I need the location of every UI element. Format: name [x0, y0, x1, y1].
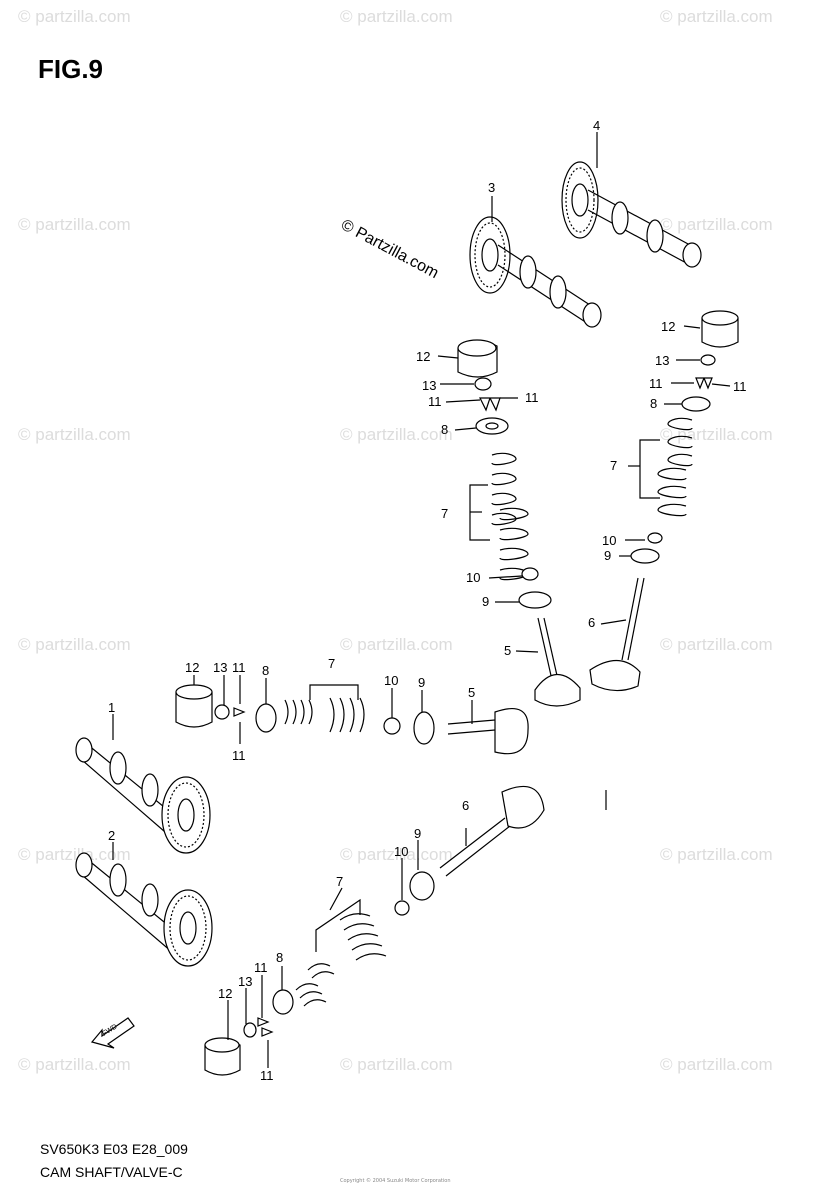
- callout-10: 10: [394, 844, 408, 859]
- watermark: © partzilla.com: [18, 215, 131, 234]
- valve-assembly-upper-left: [457, 339, 581, 707]
- watermark: © partzilla.com: [340, 7, 453, 26]
- camshaft-2: [75, 852, 213, 967]
- watermark: © partzilla.com: [18, 425, 131, 444]
- callout-11: 11: [232, 748, 246, 763]
- callout-9: 9: [418, 675, 425, 690]
- spring-outer: [491, 452, 529, 581]
- callout-4: 4: [593, 118, 600, 133]
- callout-11: 11: [649, 376, 663, 391]
- callout-2: 2: [108, 828, 115, 843]
- callout-12: 12: [185, 660, 199, 675]
- callout-6: 6: [588, 615, 595, 630]
- figure-title: FIG.9: [38, 54, 104, 84]
- callout-5: 5: [468, 685, 475, 700]
- figure-code: SV650K3 E03 E28_009: [40, 1141, 188, 1157]
- camshaft-1: [75, 737, 211, 854]
- callout-13: 13: [422, 378, 436, 393]
- callout-8: 8: [262, 663, 269, 678]
- watermark: © partzilla.com: [18, 1055, 131, 1074]
- callout-12: 12: [661, 319, 675, 334]
- callout-8: 8: [650, 396, 657, 411]
- callout-11: 11: [733, 379, 747, 394]
- camshaft-3: [469, 216, 602, 328]
- figure-caption: CAM SHAFT/VALVE-C: [40, 1164, 183, 1180]
- watermark: © partzilla.com: [340, 1055, 453, 1074]
- watermark-center: © Partzilla.com: [338, 217, 441, 283]
- callout-13: 13: [655, 353, 669, 368]
- callout-9: 9: [482, 594, 489, 609]
- callout-labels: 4 3 12 13 11 11 8 7 10 9 5 12 13 11 11 8…: [101, 118, 746, 1083]
- callout-12: 12: [416, 349, 430, 364]
- watermark: © partzilla.com: [660, 845, 773, 864]
- watermark: © partzilla.com: [660, 1055, 773, 1074]
- callout-3: 3: [488, 180, 495, 195]
- watermark: © partzilla.com: [340, 425, 453, 444]
- callout-7: 7: [336, 874, 343, 889]
- callout-5: 5: [504, 643, 511, 658]
- watermark: © partzilla.com: [18, 845, 131, 864]
- callout-6: 6: [462, 798, 469, 813]
- callout-7: 7: [441, 506, 448, 521]
- callout-10: 10: [602, 533, 616, 548]
- bracket-line: [309, 684, 359, 700]
- callout-10: 10: [384, 673, 398, 688]
- valve-assembly-upper-right: [589, 310, 739, 692]
- valve-assembly-lower: [204, 785, 545, 1076]
- callout-10: 10: [466, 570, 480, 585]
- callout-11: 11: [254, 960, 268, 975]
- bracket-line: [315, 898, 361, 952]
- callout-7: 7: [610, 458, 617, 473]
- callout-8: 8: [276, 950, 283, 965]
- watermark: © partzilla.com: [340, 845, 453, 864]
- callout-9: 9: [414, 826, 421, 841]
- forward-arrow-icon: [90, 1017, 135, 1049]
- watermark: © partzilla.com: [340, 635, 453, 654]
- callout-7: 7: [328, 656, 335, 671]
- callout-11: 11: [525, 390, 539, 405]
- watermark: © partzilla.com: [660, 635, 773, 654]
- watermark: © partzilla.com: [660, 215, 773, 234]
- bracket-line: [639, 439, 660, 499]
- watermark: © partzilla.com: [660, 7, 773, 26]
- callout-11: 11: [260, 1068, 274, 1083]
- callout-13: 13: [238, 974, 252, 989]
- callout-12: 12: [218, 986, 232, 1001]
- callout-9: 9: [604, 548, 611, 563]
- callout-11: 11: [428, 394, 442, 409]
- callout-8: 8: [441, 422, 448, 437]
- watermark: © partzilla.com: [18, 7, 131, 26]
- callout-1: 1: [108, 700, 115, 715]
- watermark: © partzilla.com: [18, 635, 131, 654]
- copyright-text: Copyright © 2004 Suzuki Motor Corporatio…: [340, 1178, 451, 1184]
- valve-assembly-middle: [175, 684, 529, 755]
- callout-11: 11: [232, 660, 246, 675]
- camshaft-4: [561, 161, 702, 268]
- callout-13: 13: [213, 660, 227, 675]
